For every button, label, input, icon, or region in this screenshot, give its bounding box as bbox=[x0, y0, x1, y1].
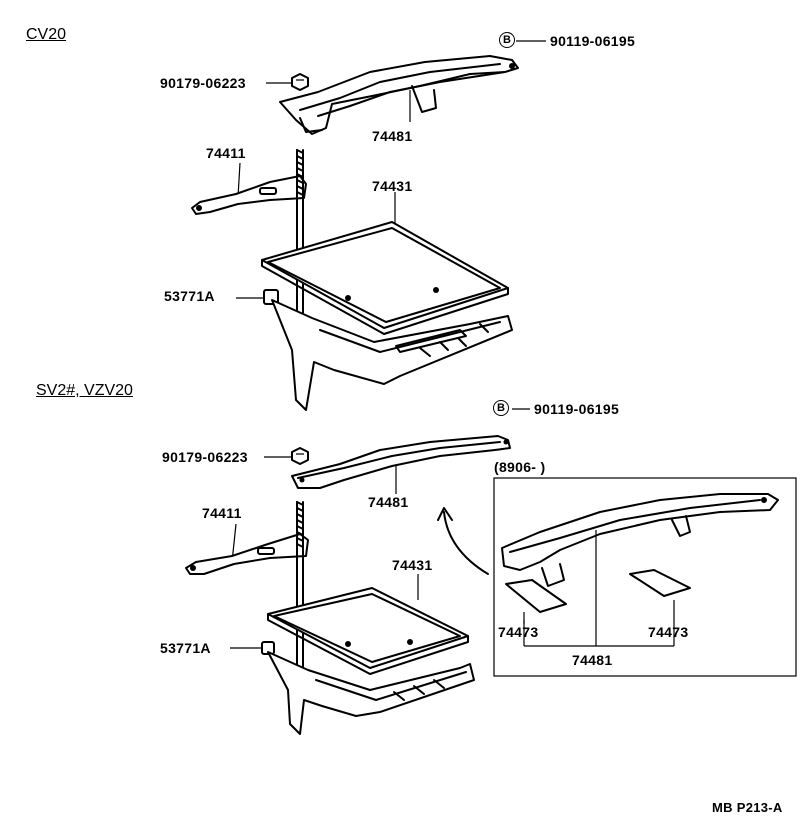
inset-bracket bbox=[501, 493, 779, 587]
battery-carrier-bottom bbox=[267, 651, 475, 735]
callout-b-icon-top: B bbox=[499, 32, 515, 48]
inset-label-bracket: 74481 bbox=[572, 652, 613, 668]
inset-label-pad-left: 74473 bbox=[498, 624, 539, 640]
part-label-clip-bottom: 53771A bbox=[160, 640, 211, 656]
part-label-bolt-bottom: 90119-06195 bbox=[534, 401, 620, 417]
battery-tray-bottom bbox=[267, 587, 469, 675]
section-label-bottom: SV2#, VZV20 bbox=[36, 382, 133, 399]
battery-carrier-top bbox=[271, 299, 513, 411]
part-label-nut-bottom: 90179-06223 bbox=[162, 449, 248, 465]
part-label-bolt-top: 90119-06195 bbox=[550, 33, 636, 49]
inset-label-pad-right: 74473 bbox=[648, 624, 689, 640]
callout-b-icon-bottom: B bbox=[493, 400, 509, 416]
part-label-bracket-bottom: 74481 bbox=[368, 494, 409, 510]
part-label-tray-bottom: 74431 bbox=[392, 557, 433, 573]
hold-down-rod-bottom bbox=[295, 501, 315, 693]
hold-down-bracket-top bbox=[279, 55, 519, 135]
bottom-assembly bbox=[185, 408, 797, 735]
inset-pad-right bbox=[629, 569, 691, 597]
clamp-arm-bottom bbox=[185, 533, 309, 575]
hold-down-bracket-bottom bbox=[291, 435, 511, 489]
part-label-clamp-bottom: 74411 bbox=[202, 505, 242, 521]
clamp-arm-top bbox=[191, 175, 307, 215]
inset-arrow bbox=[437, 507, 489, 575]
figure-code: MB P213-A bbox=[712, 800, 783, 815]
part-label-tray-top: 74431 bbox=[372, 178, 413, 194]
nut-top bbox=[291, 73, 309, 91]
inset-frame bbox=[493, 477, 797, 677]
top-assembly bbox=[191, 40, 546, 411]
part-label-clamp-top: 74411 bbox=[206, 145, 246, 161]
part-label-bracket-top: 74481 bbox=[372, 128, 413, 144]
section-label-top: CV20 bbox=[26, 26, 67, 43]
battery-tray-top bbox=[261, 221, 509, 335]
part-label-nut-top: 90179-06223 bbox=[160, 75, 246, 91]
nut-bottom bbox=[291, 447, 309, 465]
inset-date-label: (8906- ) bbox=[494, 459, 546, 475]
part-label-clip-top: 53771A bbox=[164, 288, 215, 304]
inset-pad-left bbox=[505, 579, 567, 613]
